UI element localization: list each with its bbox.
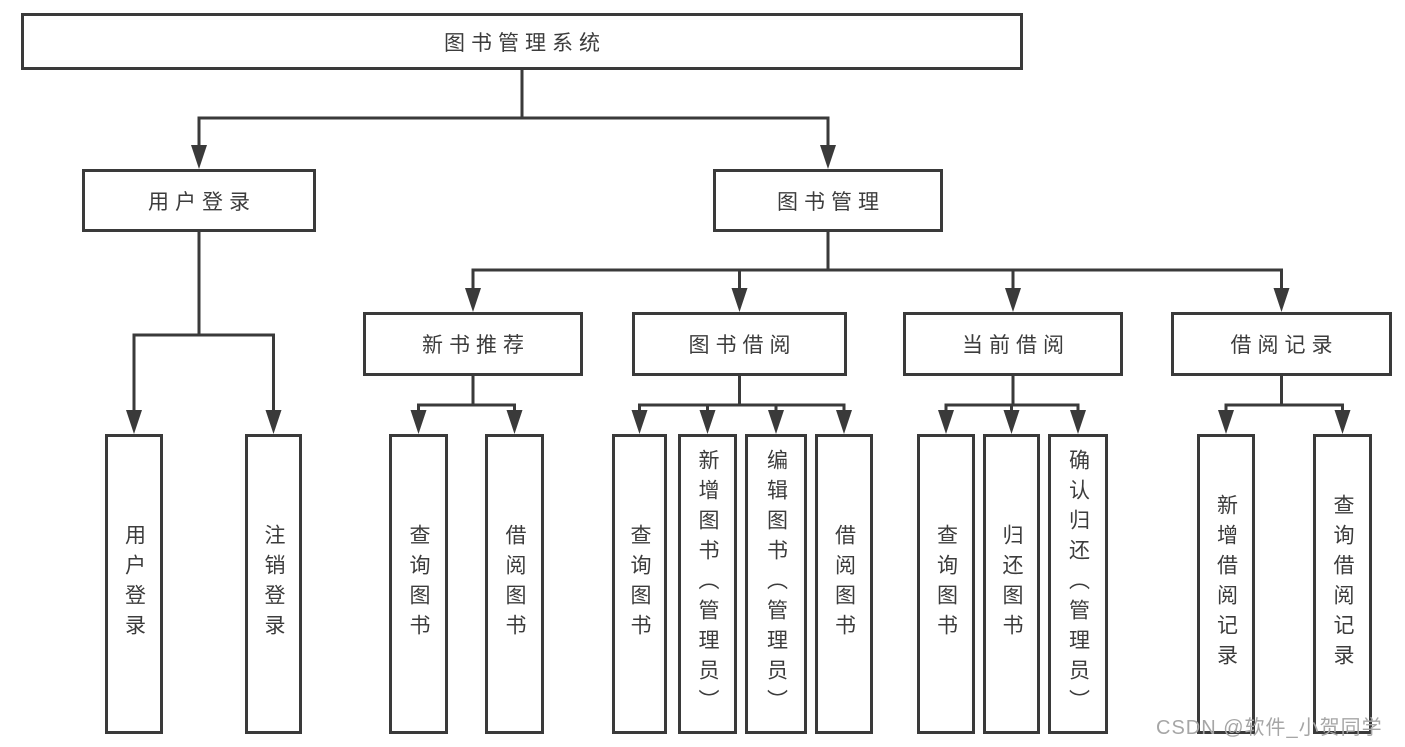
connector-root-to-level2 <box>197 70 830 146</box>
leaf-borrow-books-recommend-label: 借阅图书 <box>503 524 526 644</box>
leaf-add-books-admin: 新增图书（管理员） <box>678 434 737 734</box>
leaf-query-books-recommend-label: 查询图书 <box>407 524 430 644</box>
arrowhead <box>465 288 481 312</box>
leaf-borrow-books-recommend: 借阅图书 <box>485 434 544 734</box>
leaf-confirm-return-admin: 确认归还（管理员） <box>1048 434 1108 734</box>
connector-book-borrowing-to-leaves <box>638 376 846 411</box>
arrowhead <box>1070 410 1086 434</box>
connector-new-book-to-leaves <box>417 376 516 411</box>
leaf-query-books-current: 查询图书 <box>917 434 975 734</box>
leaf-edit-books-admin-label: 编辑图书（管理员） <box>764 449 788 719</box>
leaf-query-books-current-label: 查询图书 <box>934 524 958 644</box>
leaf-confirm-return-admin-label: 确认归还（管理员） <box>1066 449 1090 719</box>
leaf-logout: 注销登录 <box>245 434 302 734</box>
arrowhead <box>1003 410 1020 434</box>
arrowheads <box>126 145 1351 434</box>
leaf-return-books-label: 归还图书 <box>1000 524 1023 644</box>
connector-borrowing-records-to-leaves <box>1224 376 1344 411</box>
node-book-management: 图书管理 <box>713 169 943 232</box>
leaf-borrow-books-borrow: 借阅图书 <box>815 434 873 734</box>
node-root: 图书管理系统 <box>21 13 1023 70</box>
node-book-borrowing-label: 图书借阅 <box>688 334 797 357</box>
arrowhead <box>410 410 427 434</box>
leaf-query-borrow-record-label: 查询借阅记录 <box>1331 494 1354 674</box>
node-current-borrowing: 当前借阅 <box>903 312 1123 376</box>
arrowhead <box>1273 288 1290 312</box>
arrowhead <box>1334 410 1351 434</box>
connector-user-login-to-leaves <box>132 232 275 411</box>
node-user-login: 用户登录 <box>82 169 316 232</box>
node-new-book-recommendation: 新书推荐 <box>363 312 583 376</box>
arrowhead <box>699 410 716 434</box>
leaf-user-login-label: 用户登录 <box>122 524 146 644</box>
leaf-query-books-borrow: 查询图书 <box>612 434 667 734</box>
arrowhead <box>191 145 207 169</box>
node-book-borrowing: 图书借阅 <box>632 312 847 376</box>
leaf-return-books: 归还图书 <box>983 434 1040 734</box>
arrowhead <box>1218 410 1234 434</box>
node-borrowing-records: 借阅记录 <box>1171 312 1392 376</box>
arrowhead <box>126 410 142 434</box>
node-root-label: 图书管理系统 <box>444 31 606 55</box>
leaf-edit-books-admin: 编辑图书（管理员） <box>745 434 807 734</box>
node-user-login-label: 用户登录 <box>148 190 256 214</box>
arrowhead <box>768 410 784 434</box>
arrowhead <box>265 410 282 434</box>
arrowhead <box>938 410 954 434</box>
connector-current-borrowing-to-leaves <box>944 376 1080 411</box>
node-borrowing-records-label: 借阅记录 <box>1230 334 1339 357</box>
node-current-borrowing-label: 当前借阅 <box>962 334 1070 357</box>
leaf-user-login: 用户登录 <box>105 434 163 734</box>
leaf-query-books-recommend: 查询图书 <box>389 434 448 734</box>
arrowhead <box>731 288 748 312</box>
leaf-add-borrow-record: 新增借阅记录 <box>1197 434 1255 734</box>
leaf-query-books-borrow-label: 查询图书 <box>628 524 651 644</box>
arrowhead <box>631 410 648 434</box>
connector-book-management-to-level3 <box>471 232 1283 289</box>
leaf-add-borrow-record-label: 新增借阅记录 <box>1214 494 1238 674</box>
leaf-query-borrow-record: 查询借阅记录 <box>1313 434 1372 734</box>
csdn-watermark: CSDN @软件_小贺同学 <box>1156 717 1383 739</box>
arrowhead <box>820 145 836 169</box>
node-book-management-label: 图书管理 <box>777 190 885 214</box>
node-new-book-recommendation-label: 新书推荐 <box>422 334 530 357</box>
arrowhead <box>506 410 523 434</box>
arrowhead <box>1005 288 1021 312</box>
leaf-add-books-admin-label: 新增图书（管理员） <box>696 449 719 719</box>
leaf-borrow-books-borrow-label: 借阅图书 <box>832 524 856 644</box>
arrowhead <box>836 410 852 434</box>
leaf-logout-label: 注销登录 <box>262 524 285 644</box>
